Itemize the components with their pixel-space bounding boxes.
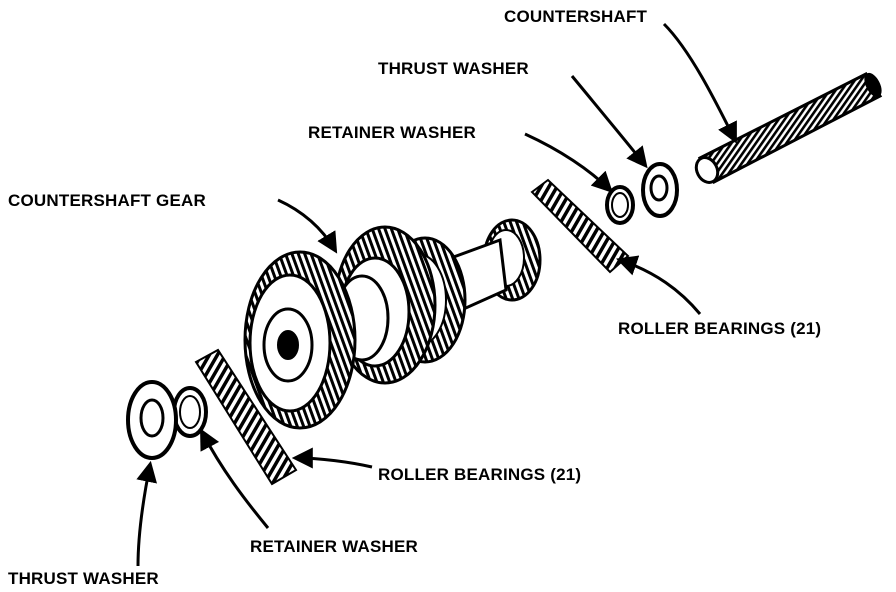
label-thrust-washer-top: THRUST WASHER xyxy=(378,59,529,78)
retainer-washer-bottom xyxy=(172,386,208,438)
leader-lines xyxy=(136,22,737,567)
leader-countershaft xyxy=(662,22,737,144)
leader-roller-bearings-right xyxy=(616,255,702,315)
thrust-washer-top xyxy=(641,162,679,218)
label-retainer-washer-top: RETAINER WASHER xyxy=(308,123,476,142)
leader-countershaft-gear xyxy=(277,198,338,254)
label-countershaft-gear: COUNTERSHAFT GEAR xyxy=(8,191,206,210)
retainer-washer-top xyxy=(605,185,635,225)
label-retainer-washer-bottom: RETAINER WASHER xyxy=(250,537,418,556)
thrust-washer-bottom xyxy=(126,380,178,460)
label-roller-bearings-bottom: ROLLER BEARINGS (21) xyxy=(378,465,581,484)
label-roller-bearings-right: ROLLER BEARINGS (21) xyxy=(618,319,821,338)
leader-retainer-washer-top xyxy=(524,132,613,193)
leader-thrust-washer-bottom xyxy=(136,460,158,567)
roller-bearings-bottom xyxy=(194,348,298,486)
countershaft-rod xyxy=(694,72,883,184)
label-thrust-washer-bottom: THRUST WASHER xyxy=(8,569,159,588)
leader-roller-bearings-bottom xyxy=(291,447,373,469)
leader-thrust-washer-top xyxy=(570,75,648,169)
countershaft-gear xyxy=(243,218,542,430)
label-countershaft: COUNTERSHAFT xyxy=(504,7,648,26)
leader-retainer-washer-bottom xyxy=(200,428,270,529)
